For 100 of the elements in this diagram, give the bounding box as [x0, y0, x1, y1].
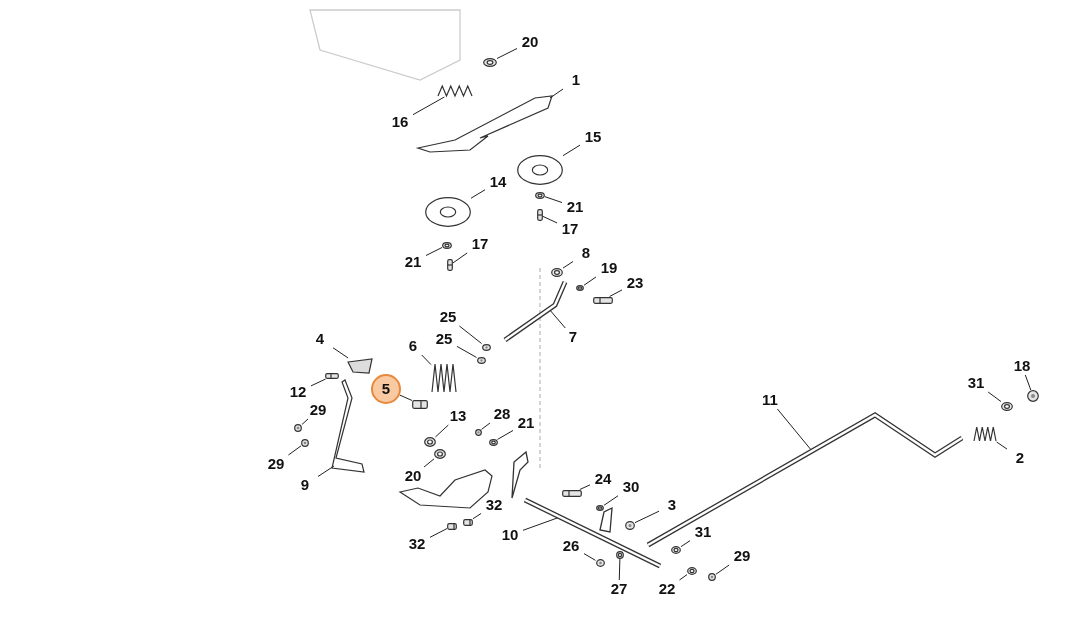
leader-line — [317, 465, 335, 477]
callout-number: 25 — [435, 308, 461, 326]
washer-drawing — [488, 438, 498, 446]
leader-line — [434, 424, 449, 438]
callout-number: 29 — [305, 401, 331, 419]
callout-number: 21 — [400, 253, 426, 271]
callout-number: 29 — [729, 547, 755, 565]
leader-line — [421, 354, 432, 366]
leader-line — [549, 88, 564, 99]
highlighted-callout-number: 5 — [371, 374, 401, 404]
callout-number: 1 — [563, 71, 589, 89]
lever-plate-drawing — [416, 94, 554, 154]
bolt-drawing — [463, 518, 473, 526]
callout-number: 20 — [400, 467, 426, 485]
bushing-drawing — [476, 356, 486, 364]
callout-number: 28 — [489, 405, 515, 423]
bolt-drawing — [447, 259, 453, 271]
washer-drawing — [1001, 401, 1013, 411]
callout-number: 18 — [1009, 357, 1035, 375]
leader-line — [470, 189, 486, 199]
callout-number: 23 — [622, 274, 648, 292]
callout-number: 32 — [404, 535, 430, 553]
leader-line — [544, 196, 563, 204]
leader-line — [481, 422, 491, 430]
leader-line — [562, 261, 574, 269]
callout-number: 26 — [558, 537, 584, 555]
washer-drawing — [483, 57, 497, 67]
leader-line — [996, 441, 1008, 450]
callout-number: 6 — [400, 337, 426, 355]
callout-number: 19 — [596, 259, 622, 277]
leader-line — [548, 308, 566, 329]
callout-number: 17 — [467, 235, 493, 253]
leader-line — [609, 289, 623, 297]
bolt-drawing — [447, 522, 457, 530]
callout-number: 16 — [387, 113, 413, 131]
leader-line — [562, 144, 581, 157]
nut-drawing — [708, 573, 716, 581]
spring-drawing — [431, 363, 457, 393]
pulley-drawing — [425, 197, 471, 227]
callout-number: 14 — [485, 173, 511, 191]
leader-line — [679, 574, 688, 581]
callout-number: 25 — [431, 330, 457, 348]
leader-line — [472, 513, 482, 520]
callout-number: 7 — [560, 328, 586, 346]
callout-number: 3 — [659, 496, 685, 514]
washer-drawing — [551, 267, 563, 277]
washer-drawing — [535, 191, 545, 199]
nut-drawing — [301, 439, 309, 447]
callout-number: 29 — [263, 455, 289, 473]
spring-drawing — [973, 426, 997, 442]
leader-line — [429, 528, 448, 538]
leader-line — [412, 96, 445, 116]
leader-line — [542, 215, 558, 224]
nut-drawing — [1027, 390, 1039, 402]
spring-drawing — [437, 85, 473, 97]
leader-line — [332, 347, 349, 359]
bolt-drawing — [537, 209, 543, 221]
washer-drawing — [576, 285, 584, 291]
rod-drawing — [646, 413, 964, 547]
washer-drawing — [687, 567, 697, 575]
leader-line — [458, 325, 483, 344]
pulley-drawing — [517, 155, 563, 185]
leader-line — [496, 48, 518, 59]
leader-line — [634, 510, 660, 524]
callout-number: 32 — [481, 496, 507, 514]
pedal-drawing — [330, 378, 366, 474]
leader-line — [776, 408, 813, 452]
callout-number: 22 — [654, 580, 680, 598]
callout-number: 31 — [690, 523, 716, 541]
leader-line — [603, 495, 619, 506]
rod-drawing — [503, 280, 567, 342]
callout-number: 30 — [618, 478, 644, 496]
leader-line — [1024, 374, 1032, 391]
washer-drawing — [434, 449, 446, 459]
leader-line — [618, 558, 621, 581]
leader-line — [301, 418, 309, 425]
leader-line — [456, 345, 477, 358]
callout-number: 21 — [513, 414, 539, 432]
leader-line — [987, 391, 1002, 403]
leader-line — [310, 378, 327, 387]
nut-drawing — [294, 424, 302, 432]
leader-line — [423, 458, 435, 468]
washer-drawing — [671, 546, 681, 554]
leader-line — [579, 484, 591, 490]
washer-drawing — [424, 437, 436, 447]
callout-number: 21 — [562, 198, 588, 216]
bolt-drawing — [325, 373, 339, 379]
leader-line — [497, 430, 514, 440]
nut-drawing — [474, 428, 482, 436]
callout-number: 4 — [307, 330, 333, 348]
bolt-drawing — [562, 489, 582, 497]
leader-line — [287, 445, 302, 456]
washer-drawing — [442, 241, 452, 249]
callout-number: 20 — [517, 33, 543, 51]
callout-number: 13 — [445, 407, 471, 425]
callout-number: 27 — [606, 580, 632, 598]
leader-line — [399, 394, 413, 401]
leader-line — [452, 252, 468, 264]
callout-number: 15 — [580, 128, 606, 146]
callout-number: 8 — [573, 244, 599, 262]
